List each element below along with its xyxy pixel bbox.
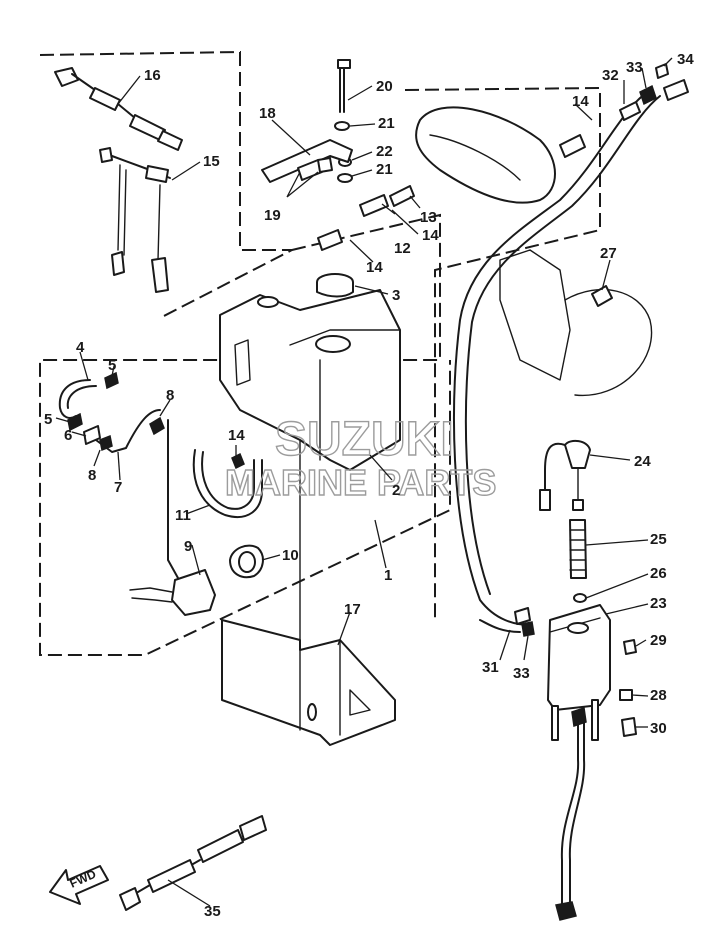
callout-26: 26 (650, 565, 667, 582)
callout-10: 10 (282, 547, 299, 564)
clip-8b (99, 434, 113, 452)
pipe-7 (95, 409, 161, 453)
callout-23: 23 (650, 595, 667, 612)
callout-11: 11 (175, 507, 191, 524)
callout-28: 28 (650, 687, 667, 704)
tank-bracket-18 (261, 139, 353, 183)
callout-7: 7 (114, 479, 122, 496)
nut-10 (229, 544, 264, 579)
hose-joint-14d (559, 134, 586, 158)
fuel-hose-long (453, 89, 651, 626)
mounting-bracket-17 (221, 619, 396, 746)
drain-hose (560, 721, 580, 906)
callout-4: 4 (76, 339, 85, 356)
fuel-hose-connector-16 (54, 67, 183, 151)
callout-8b: 8 (88, 467, 96, 484)
tank-cap-3 (316, 273, 354, 298)
group-boundary-left (39, 50, 451, 656)
sub-tank-23 (547, 604, 611, 741)
callout-33b: 33 (513, 665, 530, 682)
fitting-32 (619, 101, 641, 121)
plug-28 (619, 689, 633, 701)
callout-12: 12 (394, 240, 411, 257)
clip-33a (639, 84, 657, 106)
hose-13 (389, 185, 415, 207)
callout-1: 1 (384, 567, 392, 584)
callout-5b: 5 (44, 411, 52, 428)
callout-16: 16 (144, 67, 161, 84)
plug-27 (591, 285, 613, 307)
callout-21b: 21 (376, 161, 393, 178)
washer-21a (334, 121, 350, 131)
callout-17: 17 (344, 601, 361, 618)
group-boundary-right (404, 86, 601, 620)
hose-11 (192, 449, 263, 518)
callout-8a: 8 (166, 387, 174, 404)
callout-3: 3 (392, 287, 400, 304)
fuel-hose-35 (119, 815, 267, 911)
callout-5a: 5 (108, 357, 116, 374)
callout-30: 30 (650, 720, 667, 737)
cowling-section (415, 106, 556, 204)
callout-29: 29 (650, 632, 667, 649)
watermark: SUZUKI MARINE PARTS (224, 412, 497, 503)
callout-34: 34 (677, 51, 694, 68)
oil-tank-2 (219, 289, 401, 471)
wiring-harness-15 (99, 147, 171, 293)
clip-14c (231, 452, 245, 470)
callout-13: 13 (420, 209, 437, 226)
callout-25: 25 (650, 531, 667, 548)
bolt-30 (621, 717, 637, 737)
callout-2: 2 (392, 482, 400, 499)
callout-20: 20 (376, 78, 393, 95)
clip-33b (521, 621, 535, 637)
hose-14b (317, 229, 343, 251)
clip-lower (571, 707, 587, 727)
callout-14c: 14 (228, 427, 245, 444)
forward-arrow-icon: FWD (49, 865, 109, 905)
callout-labels: 16 15 18 19 20 21 22 21 12 13 14 14 14 3… (44, 51, 694, 920)
engine-block-outline (499, 249, 653, 397)
fuel-hose-long-outer (464, 95, 661, 595)
callout-35: 35 (204, 903, 221, 920)
cap-34 (655, 63, 669, 79)
watermark-line2: MARINE PARTS (225, 462, 496, 503)
callout-14a: 14 (366, 259, 383, 276)
callout-22: 22 (376, 143, 393, 160)
callout-15: 15 (203, 153, 220, 170)
clip-end (555, 901, 577, 921)
callout-32: 32 (602, 67, 619, 84)
level-sensor-24 (539, 439, 591, 511)
bolt-20 (337, 59, 351, 113)
callout-27: 27 (600, 245, 617, 262)
callout-31: 31 (482, 659, 499, 676)
oil-pump-9 (129, 419, 216, 616)
callout-14d: 14 (572, 93, 589, 110)
hose-end-31 (514, 607, 531, 625)
hose-end (663, 79, 689, 101)
callout-24: 24 (634, 453, 651, 470)
bolt-29 (623, 639, 637, 655)
clip-8a (149, 416, 165, 436)
callout-18: 18 (259, 105, 276, 122)
leader-lines (55, 57, 673, 907)
clip-5b (67, 412, 83, 432)
filter-25 (569, 519, 587, 579)
hose-31 (479, 619, 521, 633)
check-valve-12 (359, 194, 389, 217)
callout-19: 19 (264, 207, 281, 224)
callout-14b: 14 (422, 227, 439, 244)
seal-26 (573, 593, 587, 603)
hose-4 (58, 379, 91, 419)
callout-9: 9 (184, 538, 192, 555)
callout-21a: 21 (378, 115, 395, 132)
washer-21b (337, 173, 353, 183)
watermark-line1: SUZUKI (275, 413, 454, 466)
callout-33a: 33 (626, 59, 643, 76)
callout-6: 6 (64, 427, 72, 444)
